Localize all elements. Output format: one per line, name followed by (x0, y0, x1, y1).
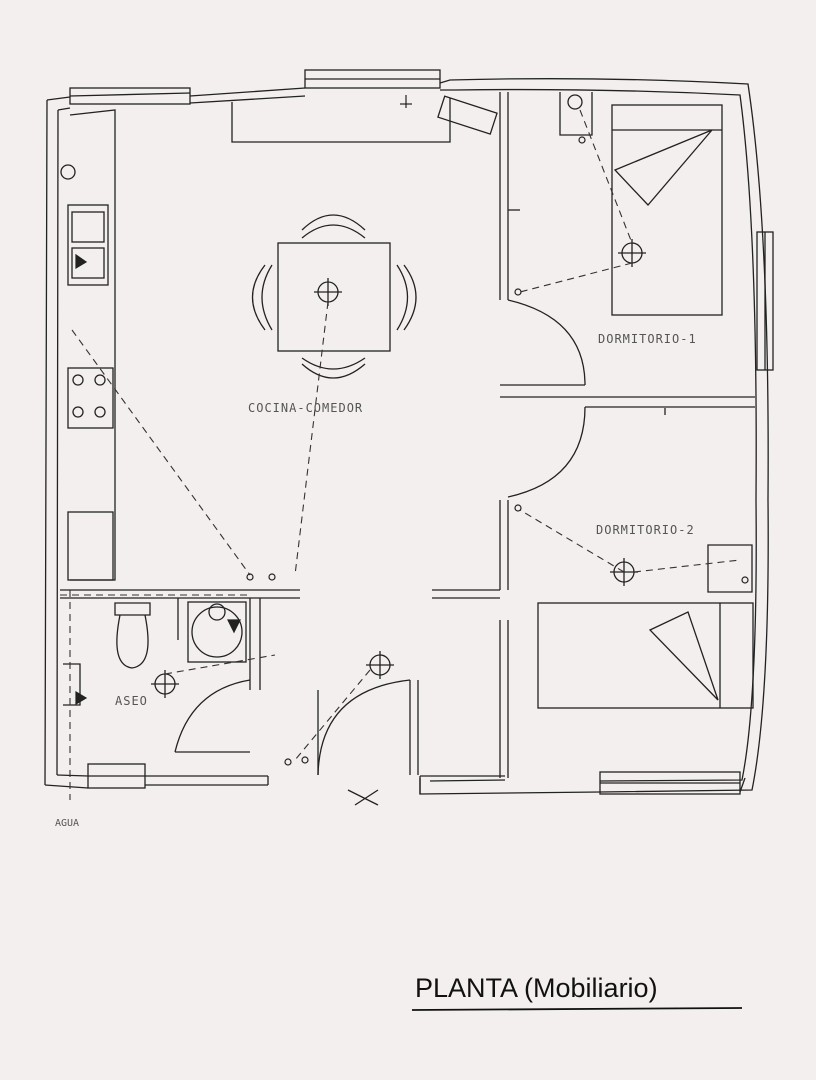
cooktop (67, 367, 114, 429)
exterior-wall (46, 78, 769, 794)
kitchen-counter (69, 109, 116, 581)
door-bath (174, 679, 251, 753)
switches (75, 95, 749, 766)
exterior-wall-inner (57, 88, 757, 782)
toilet (114, 602, 151, 669)
label-dormitorio-2: DORMITORIO-2 (596, 523, 695, 537)
bed-2 (537, 602, 754, 709)
light-fixtures (151, 94, 646, 806)
west-wall (44, 99, 59, 786)
title-underline (411, 1007, 743, 1011)
partition-bath (60, 589, 300, 690)
door-entry (317, 679, 411, 776)
door-bedroom-2 (507, 406, 586, 498)
partition-bedrooms (499, 92, 509, 778)
label-dormitorio-1: DORMITORIO-1 (598, 332, 697, 346)
plan-title: PLANTA (Mobiliario) (415, 973, 658, 1003)
partition-hall (409, 589, 500, 775)
label-aseo: ASEO (115, 694, 148, 708)
washbasin (63, 663, 81, 706)
fridge (67, 511, 114, 581)
label-cocina-comedor: COCINA-COMEDOR (248, 401, 363, 415)
kitchen-sink (67, 204, 109, 286)
bed-1 (611, 104, 723, 316)
dining-table (277, 242, 391, 352)
partition-bed1-bed2 (500, 384, 755, 408)
piano (437, 95, 498, 135)
sofa (231, 98, 451, 143)
door-bedroom-1 (507, 299, 586, 386)
south-wall (44, 774, 601, 795)
shower (187, 601, 247, 663)
label-agua: AGUA (55, 818, 79, 829)
wiring (60, 109, 741, 800)
water-heater (60, 164, 76, 180)
